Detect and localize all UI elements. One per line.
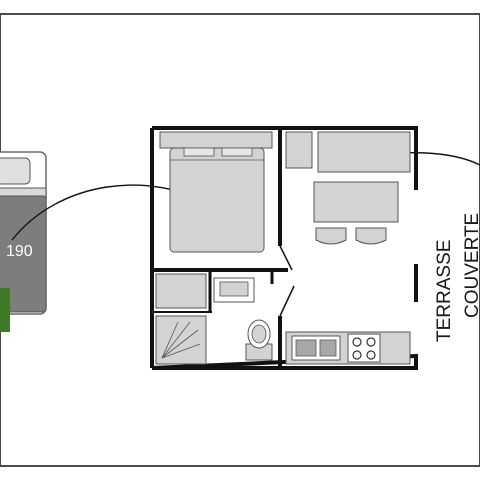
floor-plan: [150, 126, 418, 370]
door-swing-2: [279, 285, 295, 317]
door-swing-1: [279, 245, 293, 271]
cooktop-burners: [352, 337, 376, 360]
bed-detail: 190: [0, 151, 47, 332]
cooktop: [347, 333, 381, 363]
terrace-label-line1: TERRASSE: [434, 240, 455, 342]
chair-right: [355, 227, 387, 245]
storage-unit: [285, 131, 313, 169]
bed-rug: [0, 288, 10, 332]
bed-size-label: 190: [6, 243, 33, 260]
bed-pillow: [0, 157, 31, 185]
outer-frame: [0, 13, 480, 467]
shower-spray: [161, 321, 201, 359]
kitchen-sink-basin-2: [319, 339, 337, 357]
chair-left: [315, 227, 347, 245]
bed-pillow-right: [221, 147, 253, 157]
bed-mattress: [0, 195, 47, 313]
wardrobe: [159, 131, 273, 149]
sink-basin: [219, 281, 249, 297]
terrace-label-line2: COUVERTE: [462, 213, 480, 318]
double-bed: [169, 147, 265, 253]
sofa: [317, 131, 411, 173]
kitchen-sink-basin: [295, 339, 317, 357]
toilet-seat: [251, 324, 267, 344]
dining-table: [313, 181, 399, 223]
wall-exterior: [151, 126, 418, 370]
vanity: [155, 273, 207, 309]
bed-pillow-left: [183, 147, 215, 157]
